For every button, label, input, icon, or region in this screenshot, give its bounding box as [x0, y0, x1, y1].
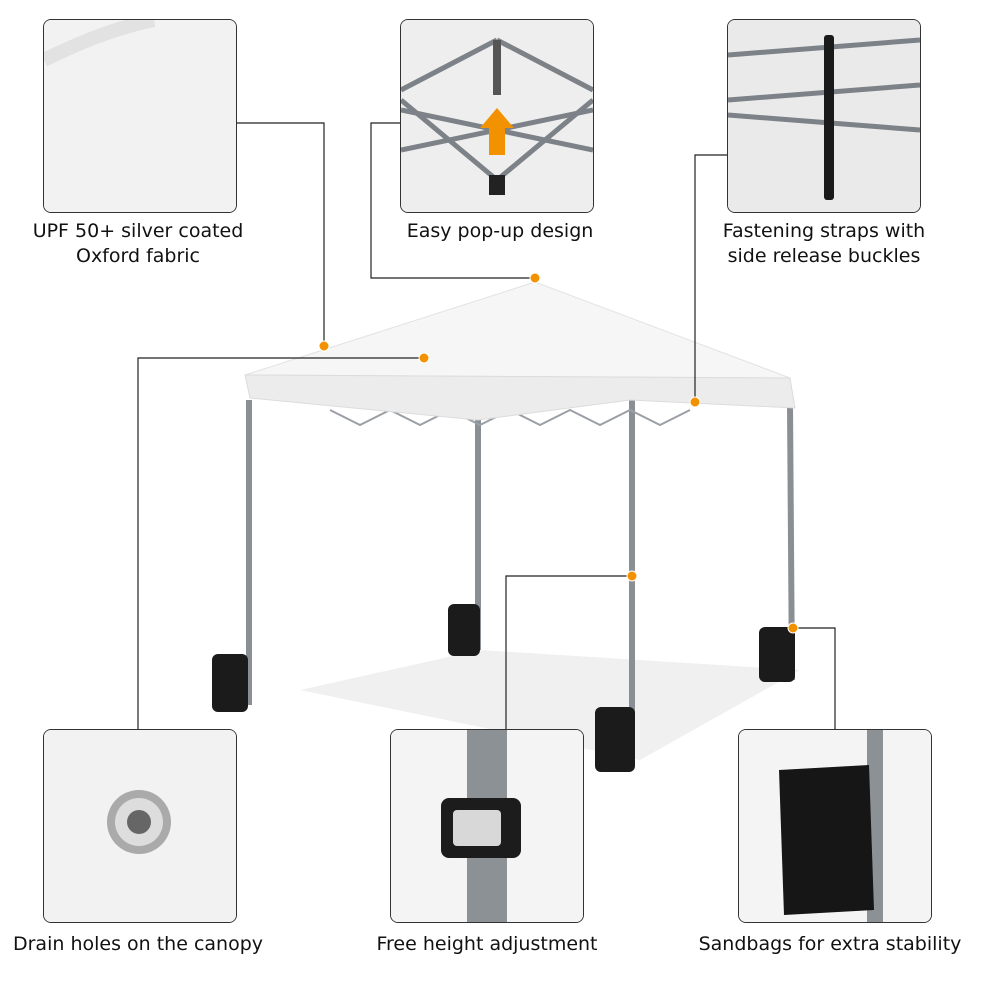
caption-line: Free height adjustment — [376, 933, 598, 955]
drain-hole-detail-image — [43, 729, 237, 923]
caption-straps: Fastening straps with side release buckl… — [723, 219, 925, 269]
strap-detail-image — [727, 19, 921, 213]
canopy-roof — [244, 281, 791, 379]
leader-lines — [137, 122, 836, 729]
fabric-detail-image — [43, 19, 237, 213]
popup-detail-image — [400, 19, 594, 213]
canopy-valance — [244, 374, 796, 421]
caption-sandbags: Sandbags for extra stability — [699, 932, 962, 957]
sandbags — [212, 604, 795, 772]
arrow-up-icon — [480, 108, 514, 155]
caption-popup: Easy pop-up design — [407, 219, 594, 244]
caption-line: side release buckles — [727, 245, 921, 267]
height-adjust-detail-image — [390, 729, 584, 923]
caption-line: Oxford fabric — [75, 245, 201, 267]
caption-line: Fastening straps with — [722, 220, 926, 242]
caption-line: Drain holes on the canopy — [12, 933, 264, 955]
caption-fabric: UPF 50+ silver coated Oxford fabric — [33, 219, 244, 269]
caption-line: UPF 50+ silver coated — [32, 220, 244, 242]
caption-height: Free height adjustment — [376, 932, 597, 957]
caption-line: Easy pop-up design — [406, 220, 594, 242]
callout-dots — [318, 272, 799, 634]
sandbag-detail-image — [738, 729, 932, 923]
caption-line: Sandbags for extra stability — [698, 933, 962, 955]
caption-drain: Drain holes on the canopy — [13, 932, 263, 957]
